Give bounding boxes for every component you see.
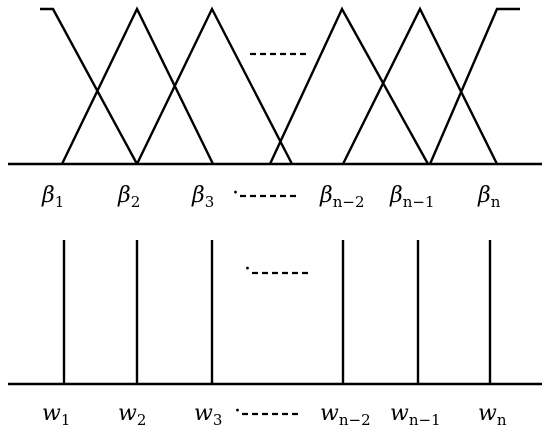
top-label-dot: · [232,181,239,206]
label-beta-n-2: βn−2 [319,183,365,211]
membership-function-n-1 [341,6,499,165]
top-labels: β1 β2 β3 βn−2 βn−1 βn [41,183,501,211]
membership-function-n [428,7,520,165]
label-beta-1: β1 [41,183,64,211]
label-beta-3: β3 [191,183,214,211]
label-w-n-1: wn−1 [390,401,441,429]
membership-function-2 [60,6,215,165]
label-beta-n: βn [477,183,501,211]
bottom-labels: w1 w2 w3 wn−2 wn−1 wn [42,401,507,429]
bottom-label-dot: · [234,399,241,424]
label-beta-2: β2 [117,183,140,211]
label-w-3: w3 [194,401,222,429]
membership-function-3 [135,6,294,165]
label-w-2: w2 [118,401,146,429]
label-w-n-2: wn−2 [320,401,371,429]
label-beta-n-1: βn−1 [389,183,435,211]
bottom-ellipsis-dot: · [244,257,251,282]
membership-functions [40,6,520,165]
label-w-n: wn [478,401,507,429]
label-w-1: w1 [42,401,70,429]
membership-function-1 [40,7,139,165]
weight-spikes [62,240,492,384]
membership-function-n-2 [268,6,430,165]
